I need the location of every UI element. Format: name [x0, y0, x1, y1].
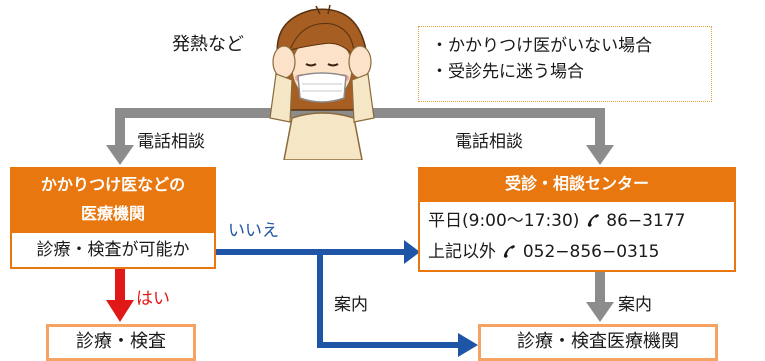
guide-label-left: 案内 — [334, 295, 368, 315]
clinic-question-box: 診療・検査が可能か — [10, 231, 216, 269]
result-right-box: 診療・検査医療機関 — [478, 324, 718, 361]
clinic-title-line-2: 医療機関 — [80, 204, 145, 223]
right-call-label: 電話相談 — [455, 132, 523, 152]
result-left: 診療・検査 — [76, 331, 166, 352]
center-other-phone: 052−856−0315 — [522, 242, 660, 262]
center-other-row: 上記以外 052−856−0315 — [428, 237, 734, 268]
center-box-title: 受診・相談センター — [418, 167, 736, 200]
center-weekday-row: 平日(9:00～17:30) 86−3177 — [428, 206, 734, 237]
yes-label: はい — [136, 289, 170, 309]
note-box: ・かかりつけ医がいない場合 ・受診先に迷う場合 — [418, 26, 712, 102]
phone-handset-icon — [585, 208, 601, 227]
guide-label-right: 案内 — [618, 295, 652, 315]
center-box-body: 平日(9:00～17:30) 86−3177 上記以外 052−856−0315 — [418, 200, 736, 272]
blue-no-arrow — [212, 240, 478, 357]
center-weekday: 平日(9:00～17:30) — [428, 211, 580, 231]
center-weekday-phone: 86−3177 — [606, 211, 686, 231]
no-label: いいえ — [228, 221, 279, 241]
note-line-2: ・受診先に迷う場合 — [431, 62, 584, 82]
sick-person-with-mask-icon — [262, 0, 382, 160]
red-yes-arrow — [106, 268, 134, 322]
left-call-label: 電話相談 — [137, 132, 205, 152]
clinic-box-title: かかりつけ医などの 医療機関 — [10, 167, 216, 231]
phone-handset-icon — [501, 239, 517, 258]
clinic-question: 診療・検査が可能か — [36, 240, 190, 260]
top-label: 発熱など — [172, 34, 244, 55]
clinic-title-line-1: かかりつけ医などの — [40, 175, 186, 194]
result-right: 診療・検査医療機関 — [517, 331, 679, 352]
center-other: 上記以外 — [428, 242, 496, 262]
result-left-box: 診療・検査 — [46, 324, 196, 361]
note-line-1: ・かかりつけ医がいない場合 — [431, 36, 653, 56]
gray-guide-arrow — [586, 270, 614, 322]
